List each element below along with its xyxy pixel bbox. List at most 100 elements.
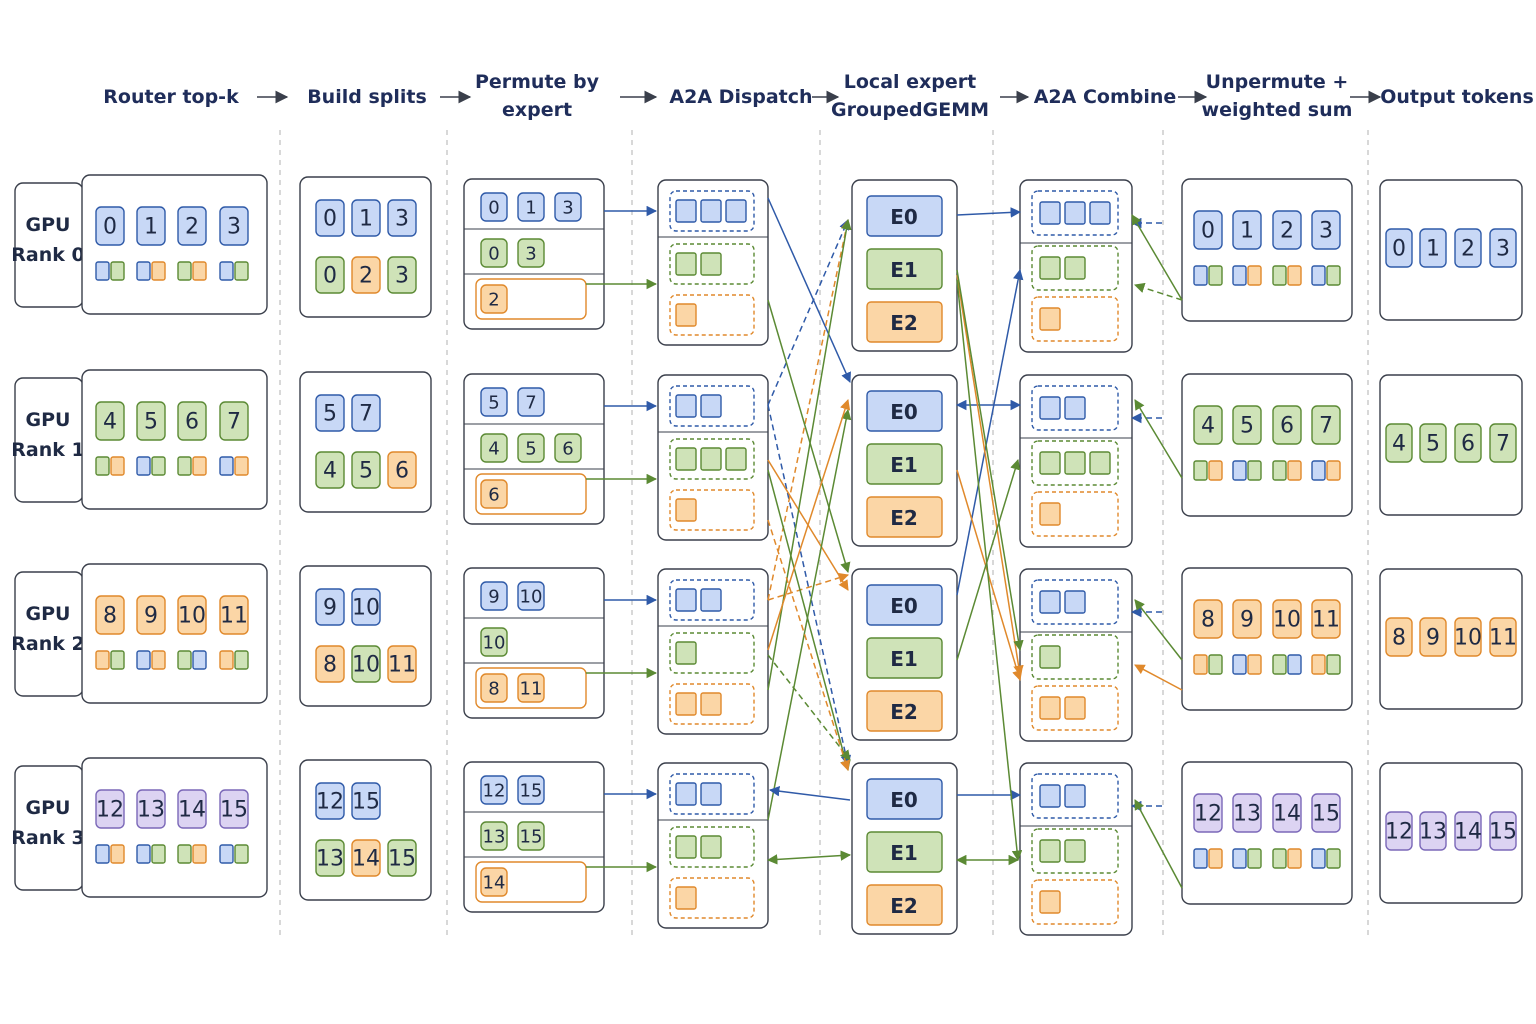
dispatch-token-blue [700,394,722,418]
token-blue: 1 [517,192,545,222]
token-blue: 7 [517,387,545,417]
token-box [387,451,417,489]
route-chip-green [95,456,110,476]
token-blue: 3 [387,199,417,237]
combine-token-blue [1064,201,1086,225]
stage-title: Local expert [844,71,976,93]
token-label: 10 [483,633,506,654]
combine-slot-green [1031,828,1119,874]
route-chip-green [234,261,249,281]
expert-label: E1 [890,258,918,282]
token-green: 6 [554,433,582,463]
token-box [219,789,249,829]
token-label: 10 [352,653,380,678]
token-label: 8 [323,653,337,678]
dispatch-token-green [700,835,722,859]
token-box [480,284,508,314]
token-box [1232,793,1262,833]
token-label: 5 [1426,432,1440,457]
token-purple: 15 [1489,811,1517,851]
token-box [1232,599,1262,639]
combine-box [1019,374,1133,548]
token-box [480,433,508,463]
expert-label: E2 [890,894,918,918]
arrow-green [956,279,1023,862]
token-box [480,581,508,611]
token-label: 4 [323,459,337,484]
token-label: 3 [525,244,536,265]
token-box [517,673,545,703]
dispatch-slot-green [669,243,755,285]
route-chip-green [177,844,192,864]
gpu-label-line: Rank 0 [11,244,84,266]
token-box [315,199,345,237]
token-label: 15 [352,790,380,815]
route-chip-blue [1193,265,1208,286]
expert-e2 [866,690,943,732]
combine-box [1019,568,1133,742]
combine-token-blue [1064,590,1086,614]
token-box [554,192,582,222]
token-green: 13 [315,839,345,877]
token-label: 7 [525,393,536,414]
token-box [480,192,508,222]
token-label: 5 [488,393,499,414]
token-green: 6 [1272,405,1302,445]
token-orange: 2 [480,284,508,314]
route-chip-blue [1232,654,1247,675]
dispatch-box [657,374,769,541]
token-box [1232,405,1262,445]
token-blue: 15 [351,782,381,820]
token-blue: 7 [351,394,381,432]
token-box [1193,405,1223,445]
token-box [315,394,345,432]
token-green: 5 [517,433,545,463]
token-green: 6 [177,401,207,441]
token-green: 7 [219,401,249,441]
token-purple: 15 [219,789,249,829]
expert-e0 [866,195,943,237]
route-chip-green [234,650,249,670]
token-box [1311,599,1341,639]
token-box [177,206,207,246]
token-box [1419,617,1447,657]
route-chip-orange [1193,654,1208,675]
token-green: 5 [1232,405,1262,445]
token-label: 14 [1273,802,1301,827]
token-box [1232,210,1262,250]
token-orange: 2 [351,256,381,294]
token-blue: 9 [315,588,345,626]
token-orange: 8 [315,645,345,683]
token-label: 0 [323,207,337,232]
combine-token-blue [1039,784,1061,808]
combine-token-green [1064,451,1086,475]
token-box [517,775,545,805]
token-box [480,867,508,897]
expert-e1 [866,248,943,290]
token-purple: 13 [136,789,166,829]
token-box [387,645,417,683]
combine-token-green [1039,451,1061,475]
combine-token-green [1089,451,1111,475]
token-blue: 0 [1193,210,1223,250]
stage-header: Unpermute +weighted sum [1202,71,1353,121]
route-chip-green [110,650,125,670]
splits-container [299,371,432,513]
route-chip-orange [1287,265,1302,286]
token-green: 4 [1193,405,1223,445]
token-box [387,839,417,877]
route-chip-orange [110,844,125,864]
token-label: 2 [1280,219,1294,244]
token-box [136,789,166,829]
token-orange: 11 [1489,617,1517,657]
token-label: 12 [316,790,344,815]
token-blue: 3 [1489,228,1517,268]
token-label: 10 [1454,626,1482,651]
token-blue: 9 [480,581,508,611]
gpu-label-line: GPU [26,797,71,819]
combine-token-green [1064,839,1086,863]
token-blue: 2 [1272,210,1302,250]
